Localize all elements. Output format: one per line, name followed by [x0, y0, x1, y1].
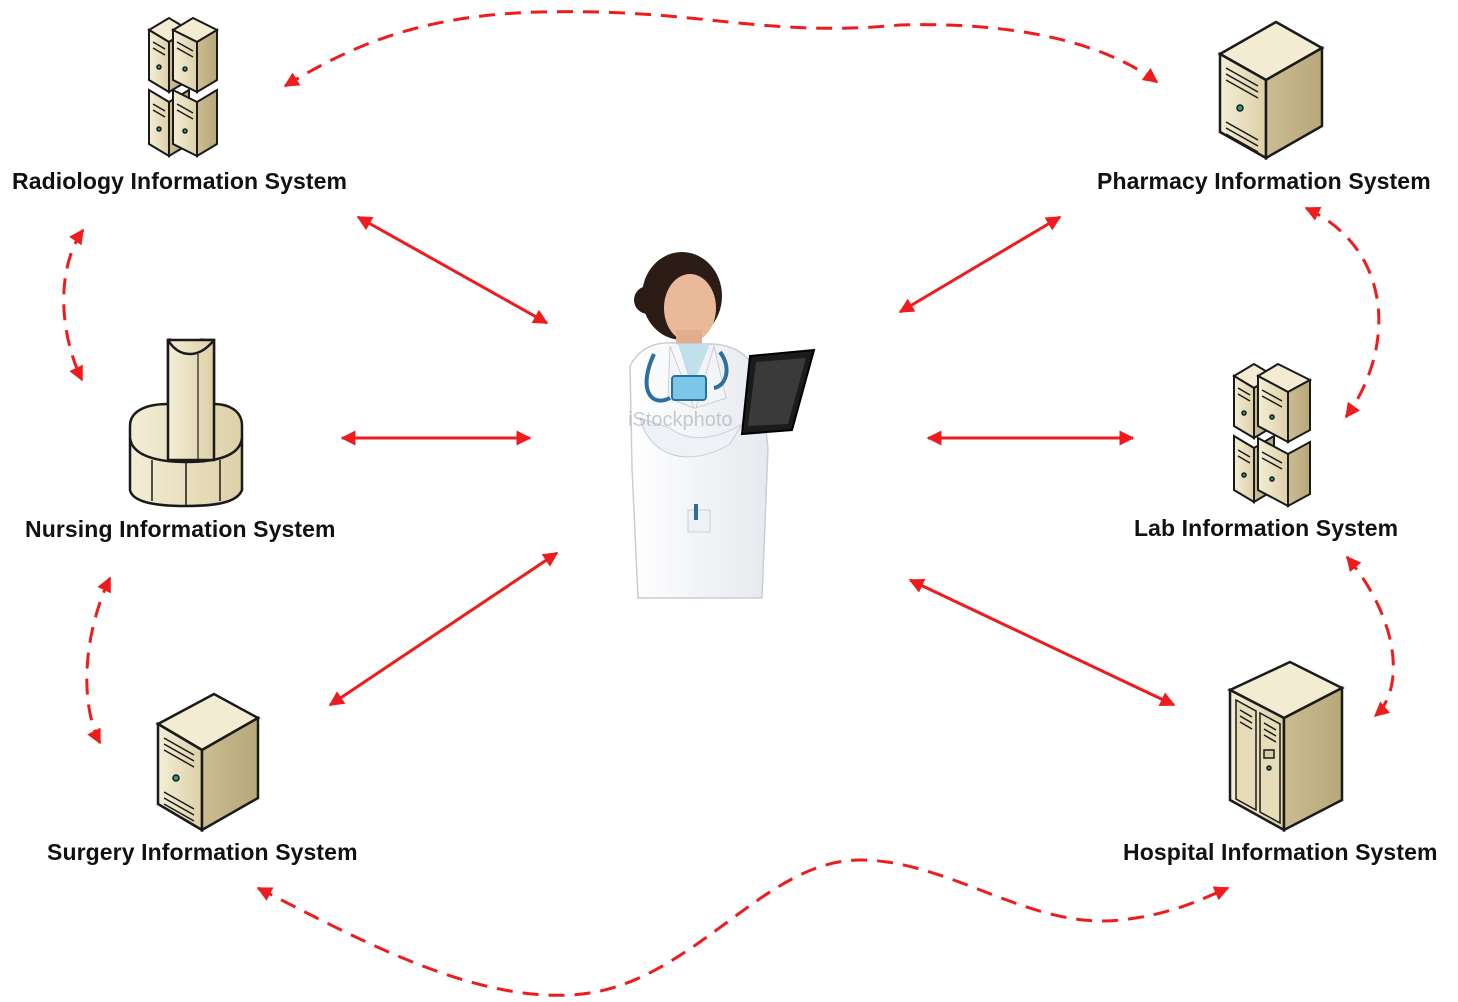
- doctor-with-tablet-icon: iStockphoto: [628, 252, 816, 599]
- mainframe-cabinet-icon: [1227, 660, 1345, 833]
- link-pharmacy-lab: [1304, 206, 1381, 419]
- watermark-text: iStockphoto: [628, 409, 733, 431]
- server-rack-icon: [1232, 362, 1313, 508]
- link-lab-hospital: [1345, 555, 1395, 718]
- link-surgery-center: [328, 551, 559, 707]
- link-hospital-center: [908, 578, 1176, 707]
- link-radiology-pharmacy: [283, 10, 1159, 88]
- link-radiology-nursing: [62, 228, 85, 382]
- nursing-system-label: Nursing Information System: [25, 516, 336, 542]
- pharmacy-system-label: Pharmacy Information System: [1097, 168, 1431, 194]
- link-pharmacy-center: [898, 215, 1062, 314]
- lab-system-label: Lab Information System: [1134, 515, 1399, 541]
- link-radiology-center: [356, 215, 549, 325]
- hospital-system-label: Hospital Information System: [1123, 839, 1438, 865]
- link-nursing-surgery: [85, 576, 112, 745]
- tower-server-icon: [1217, 20, 1325, 161]
- radiology-system-label: Radiology Information System: [12, 168, 348, 194]
- server-rack-icon: [147, 16, 220, 158]
- surgery-system-label: Surgery Information System: [47, 839, 358, 865]
- pedestal-terminal-icon: [128, 338, 244, 508]
- link-surgery-hospital: [256, 858, 1230, 997]
- tower-server-icon: [155, 692, 261, 833]
